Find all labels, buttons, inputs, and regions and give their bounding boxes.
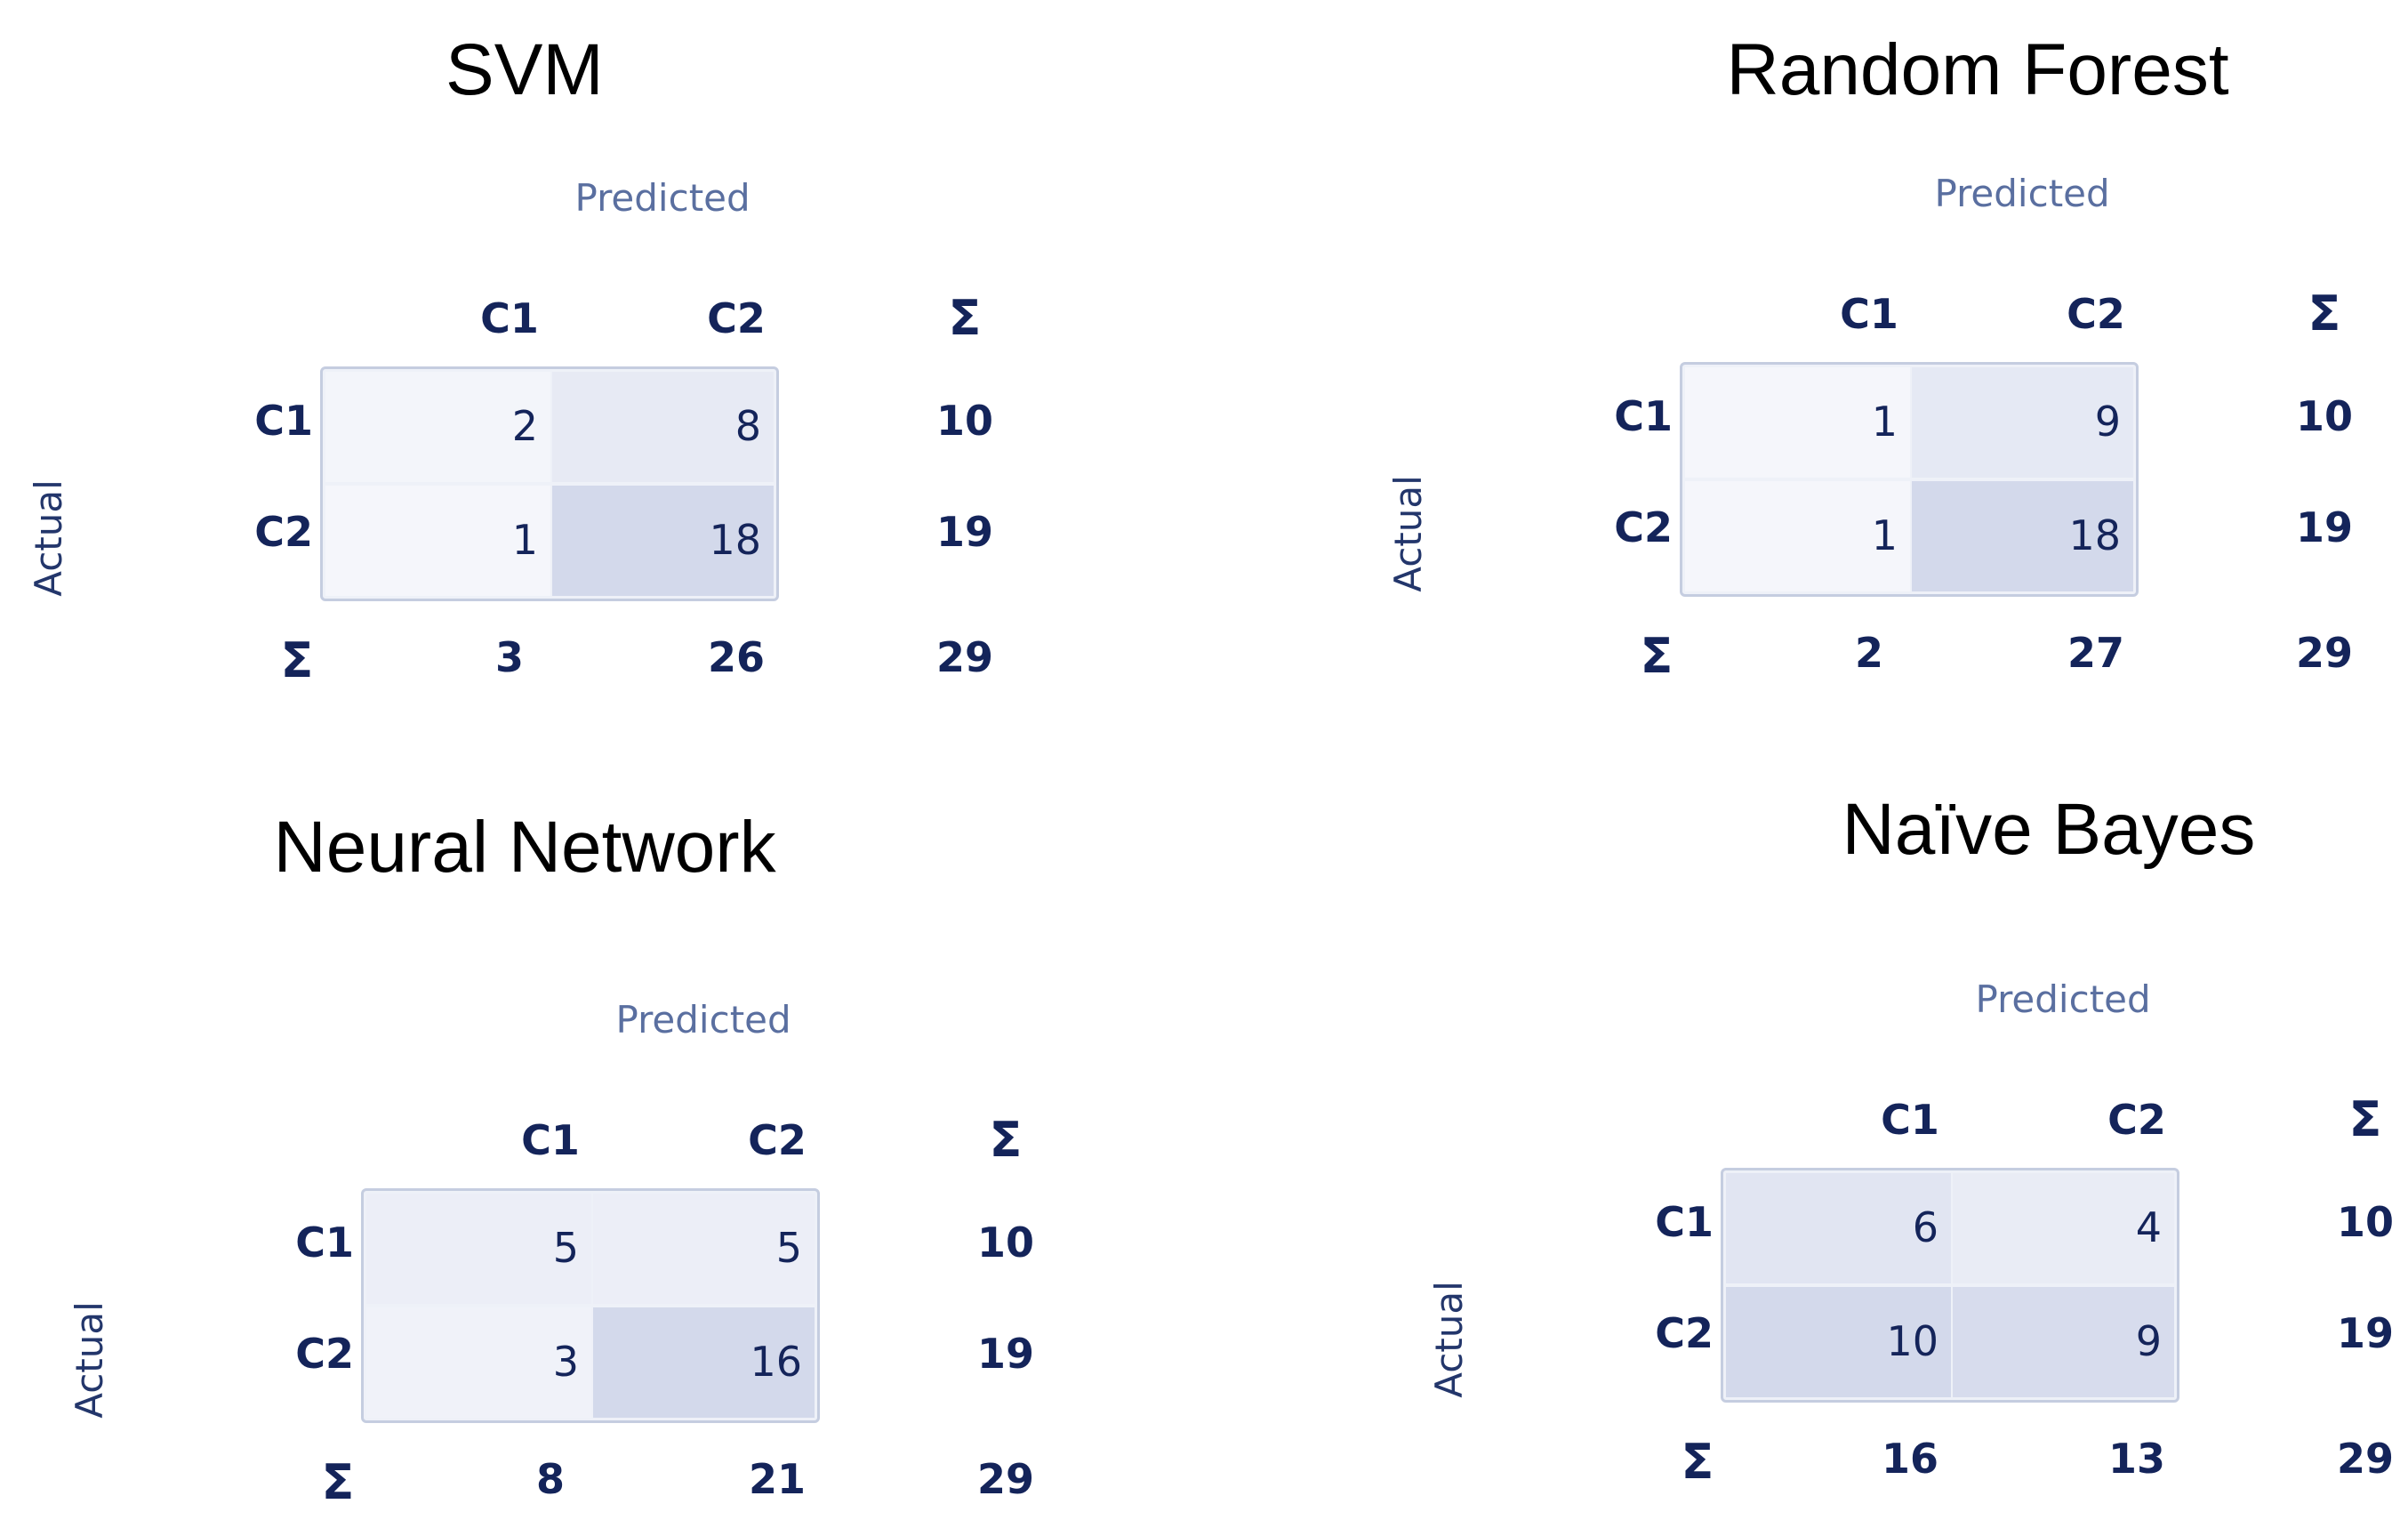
sum-row-header: Σ bbox=[321, 1454, 355, 1510]
matrix-cell-r2-c2: 16 bbox=[593, 1307, 815, 1418]
actual-label: Actual bbox=[1385, 475, 1430, 592]
panel-title: Random Forest bbox=[1726, 29, 2229, 110]
column-header-c2: C2 bbox=[748, 1116, 807, 1164]
panel-title: Naïve Bayes bbox=[1842, 789, 2256, 870]
row-header-c1: C1 bbox=[254, 397, 313, 445]
grand-total: 29 bbox=[935, 633, 994, 681]
grand-total: 29 bbox=[2295, 629, 2354, 677]
row-sum-2: 19 bbox=[935, 508, 994, 556]
column-sum-1: 16 bbox=[1881, 1435, 1939, 1483]
panel-title: SVM bbox=[445, 29, 604, 110]
column-header-c1: C1 bbox=[1881, 1096, 1939, 1144]
matrix-cell-r2-c1: 1 bbox=[325, 486, 550, 596]
column-sum-2: 21 bbox=[748, 1455, 807, 1503]
column-header-c2: C2 bbox=[2067, 290, 2125, 338]
sum-column-header: Σ bbox=[2308, 286, 2341, 342]
row-sum-2: 19 bbox=[976, 1330, 1035, 1378]
matrix-cell-r2-c2: 9 bbox=[1953, 1287, 2174, 1397]
grand-total: 29 bbox=[2336, 1435, 2395, 1483]
sum-column-header: Σ bbox=[948, 290, 982, 346]
row-header-c2: C2 bbox=[254, 508, 313, 556]
row-sum-2: 19 bbox=[2336, 1309, 2395, 1357]
panel-title: Neural Network bbox=[273, 807, 776, 888]
actual-label: Actual bbox=[1426, 1281, 1471, 1398]
row-sum-2: 19 bbox=[2295, 503, 2354, 551]
matrix-cell-r1-c1: 5 bbox=[366, 1194, 591, 1304]
matrix-cell-r2-c2: 18 bbox=[1912, 481, 2133, 591]
column-sum-1: 3 bbox=[494, 633, 525, 681]
column-sum-1: 8 bbox=[535, 1455, 566, 1503]
sum-row-header: Σ bbox=[1681, 1434, 1714, 1490]
actual-label: Actual bbox=[67, 1301, 111, 1419]
predicted-label: Predicted bbox=[574, 176, 750, 220]
row-header-c1: C1 bbox=[1655, 1198, 1714, 1246]
grand-total: 29 bbox=[976, 1455, 1035, 1503]
sum-column-header: Σ bbox=[989, 1112, 1023, 1168]
matrix-cell-r1-c1: 2 bbox=[325, 372, 550, 482]
predicted-label: Predicted bbox=[1975, 977, 2151, 1021]
matrix-cell-r2-c1: 3 bbox=[366, 1307, 591, 1418]
column-sum-2: 13 bbox=[2107, 1435, 2166, 1483]
matrix-cell-r2-c1: 10 bbox=[1726, 1287, 1951, 1397]
row-sum-1: 10 bbox=[2336, 1198, 2395, 1246]
sum-column-header: Σ bbox=[2348, 1091, 2382, 1147]
column-header-c1: C1 bbox=[1840, 290, 1898, 338]
matrix-cell-r1-c2: 5 bbox=[593, 1194, 815, 1304]
matrix-cell-r2-c2: 18 bbox=[552, 486, 774, 596]
row-sum-1: 10 bbox=[2295, 392, 2354, 440]
column-header-c1: C1 bbox=[480, 294, 539, 342]
matrix-cell-r1-c2: 8 bbox=[552, 372, 774, 482]
column-sum-2: 26 bbox=[707, 633, 766, 681]
row-header-c1: C1 bbox=[295, 1218, 354, 1267]
row-sum-1: 10 bbox=[976, 1218, 1035, 1267]
row-header-c2: C2 bbox=[1655, 1309, 1714, 1357]
column-header-c2: C2 bbox=[2107, 1096, 2166, 1144]
actual-label: Actual bbox=[26, 479, 70, 597]
row-header-c1: C1 bbox=[1614, 392, 1673, 440]
sum-row-header: Σ bbox=[280, 632, 314, 688]
matrix-cell-r2-c1: 1 bbox=[1685, 481, 1910, 591]
row-header-c2: C2 bbox=[1614, 503, 1673, 551]
column-sum-2: 27 bbox=[2067, 629, 2125, 677]
column-header-c2: C2 bbox=[707, 294, 766, 342]
matrix-cell-r1-c1: 6 bbox=[1726, 1173, 1951, 1283]
column-sum-1: 2 bbox=[1854, 629, 1884, 677]
sum-row-header: Σ bbox=[1640, 628, 1674, 684]
column-header-c1: C1 bbox=[521, 1116, 580, 1164]
row-sum-1: 10 bbox=[935, 397, 994, 445]
predicted-label: Predicted bbox=[1934, 172, 2110, 215]
predicted-label: Predicted bbox=[615, 998, 791, 1041]
matrix-cell-r1-c2: 4 bbox=[1953, 1173, 2174, 1283]
matrix-cell-r1-c2: 9 bbox=[1912, 367, 2133, 478]
row-header-c2: C2 bbox=[295, 1330, 354, 1378]
matrix-cell-r1-c1: 1 bbox=[1685, 367, 1910, 478]
